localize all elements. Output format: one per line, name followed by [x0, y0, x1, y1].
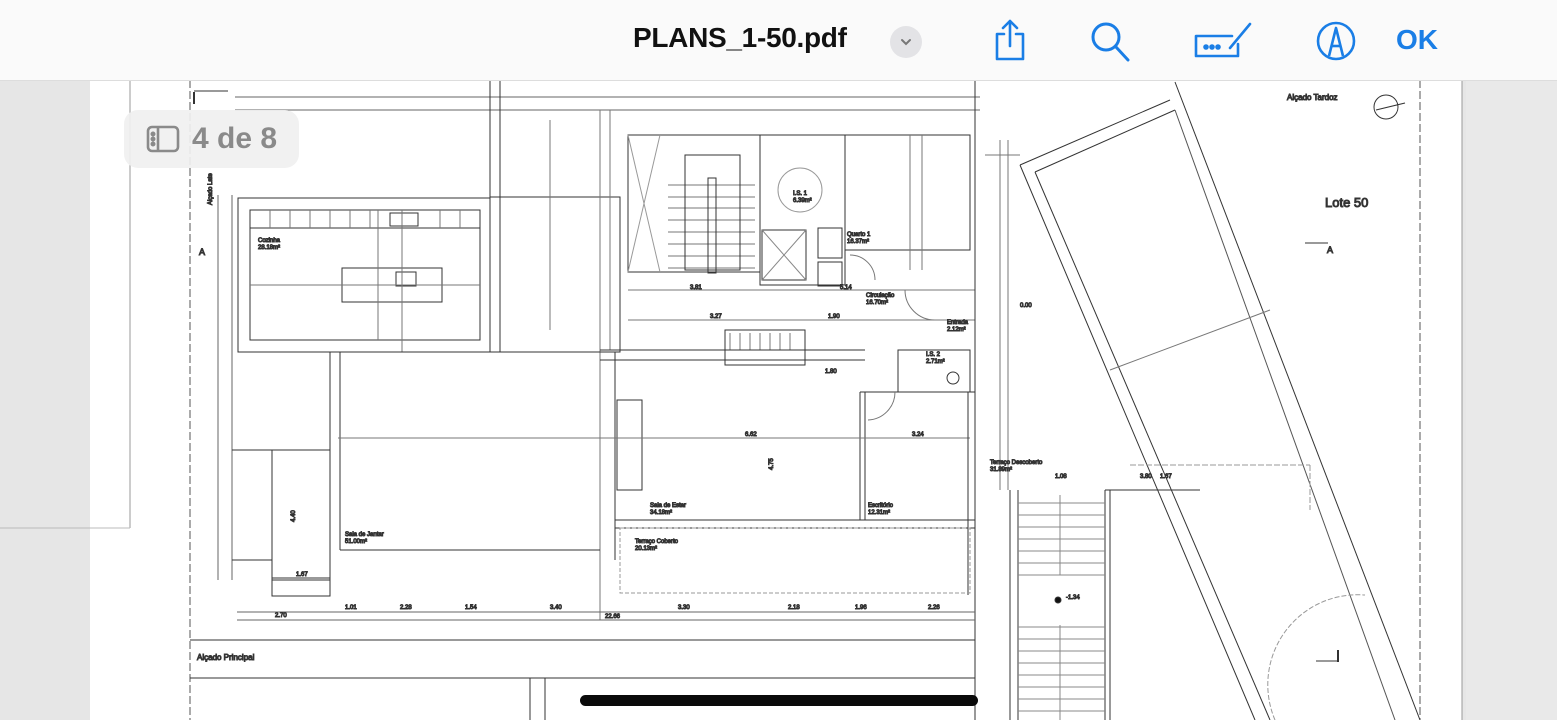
room-label-terraco-coberto: Terraço Coberto — [635, 539, 679, 545]
room-area-quarto: 16.37m² — [847, 239, 869, 245]
section-marker-left: A — [199, 247, 205, 257]
top-toolbar: PLANS_1-50.pdf OK — [0, 0, 1557, 80]
room-area-escritorio: 12.31m² — [868, 510, 890, 516]
home-indicator[interactable] — [580, 695, 978, 706]
dim-label: 3.30 — [678, 605, 690, 611]
dim-label: 1.01 — [345, 605, 357, 611]
dim-label: 3.40 — [550, 605, 562, 611]
dim-label: 2.18 — [788, 605, 800, 611]
room-area-terraco-descoberto: 31.89m² — [990, 467, 1012, 473]
room-label-is2: I.S. 2 — [926, 352, 941, 358]
dim-label: 4.75 — [769, 458, 775, 470]
room-area-is2: 2.71m² — [926, 359, 945, 365]
room-area-entrada: 2.12m² — [947, 327, 966, 333]
lot-label: Lote 50 — [1325, 195, 1368, 210]
room-label-sala-estar: Sala de Estar — [650, 503, 686, 509]
dim-label: 3.27 — [710, 314, 722, 320]
room-label-terraco-descoberto: Terraço Descoberto — [990, 460, 1043, 466]
room-label-quarto: Quarto 1 — [847, 232, 871, 238]
dim-label: 2.70 — [275, 613, 287, 619]
dim-label: 1.96 — [855, 605, 867, 611]
dim-label: 1.67 — [1160, 474, 1172, 480]
dim-label: 4.40 — [291, 510, 297, 522]
level-entrance: 0.00 — [1020, 303, 1032, 309]
signature-icon[interactable] — [1192, 18, 1254, 62]
room-area-is1: 6.39m² — [793, 198, 812, 204]
room-label-circulacao: Circulação — [866, 293, 895, 299]
markup-pen-icon[interactable] — [1314, 18, 1358, 62]
dim-label: 2.26 — [928, 605, 940, 611]
room-label-cozinha: Cozinha — [258, 238, 281, 244]
dim-label: 1.54 — [465, 605, 477, 611]
dim-label: 22.66 — [605, 614, 621, 620]
dim-label: 6.62 — [745, 432, 757, 438]
room-label-is1: I.S. 1 — [793, 191, 808, 197]
room-area-sala-estar: 34.18m² — [650, 510, 672, 516]
room-label-escritorio: Escritório — [868, 503, 894, 509]
dim-label: 1.90 — [828, 314, 840, 320]
page-gutter — [1466, 0, 1557, 720]
share-icon[interactable] — [988, 18, 1032, 62]
dim-label: 1.08 — [1055, 474, 1067, 480]
room-label-entrada: Entrada — [947, 320, 969, 326]
dim-label: 3.80 — [1140, 474, 1152, 480]
document-title[interactable]: PLANS_1-50.pdf — [633, 22, 847, 53]
dim-label: 5.14 — [840, 285, 852, 291]
dim-label: 3.24 — [912, 432, 924, 438]
sidebar-icon — [146, 125, 180, 153]
dim-label: 1.80 — [825, 369, 837, 375]
room-area-cozinha: 28.18m² — [258, 245, 280, 251]
level-lower: -1.34 — [1066, 595, 1080, 601]
section-marker-right: A — [1327, 245, 1333, 255]
dim-label: 1.67 — [296, 572, 308, 578]
room-area-terraco-coberto: 20.13m² — [635, 546, 657, 552]
room-area-sala-jantar: 51.00m² — [345, 539, 367, 545]
dim-label: 2.28 — [400, 605, 412, 611]
room-label-sala-jantar: Sala de Jantar — [345, 532, 384, 538]
search-icon[interactable] — [1088, 18, 1132, 62]
side-elevation-label: Alçado Late — [208, 173, 214, 205]
main-elevation-label: Alçado Principal — [197, 653, 255, 662]
title-menu-button[interactable] — [890, 26, 922, 58]
room-area-circulacao: 16.70m² — [866, 300, 888, 306]
page-indicator[interactable]: 4 de 8 — [124, 110, 299, 168]
done-button[interactable]: OK — [1396, 24, 1438, 55]
chevron-down-icon — [901, 39, 911, 46]
page-number: 4 de 8 — [192, 122, 278, 155]
rear-elevation-label: Alçado Tardoz — [1287, 93, 1338, 102]
dim-label: 3.81 — [690, 285, 702, 291]
